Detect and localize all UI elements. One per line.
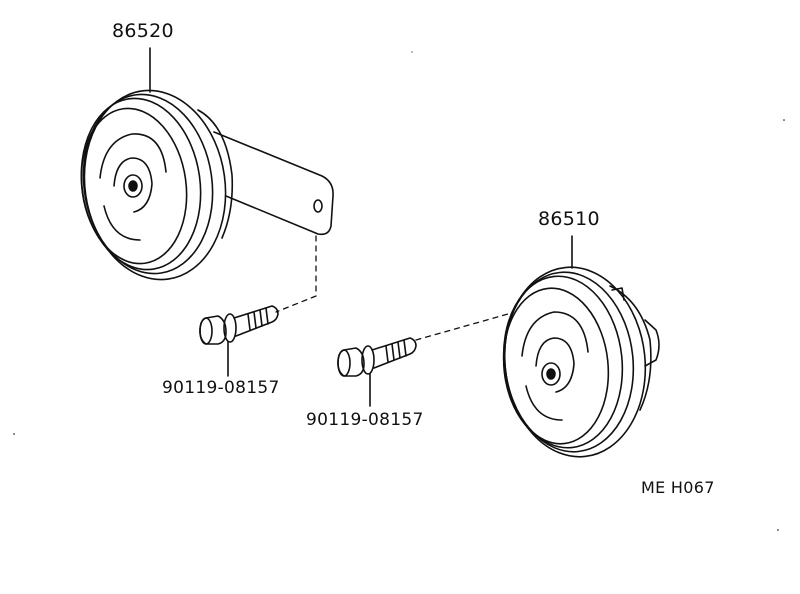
part-number-bolt-2: 90119-08157 — [306, 410, 424, 430]
horn-86520-bracket-hole — [313, 199, 323, 213]
scan-speckles — [13, 51, 785, 531]
drawing-reference: ME H067 — [641, 478, 715, 497]
horn-86520-bracket — [213, 131, 334, 236]
horn-86520-face — [80, 107, 188, 265]
part-number-86510: 86510 — [538, 208, 600, 230]
part-number-86520: 86520 — [112, 20, 174, 42]
horn-86510 — [502, 235, 660, 458]
horn-86510-rear-housing — [609, 285, 652, 411]
horn-86520 — [80, 47, 334, 281]
horn-86510-face — [502, 287, 610, 445]
horn-86510-outer-rim — [503, 266, 647, 458]
assembly-line-bolt-1 — [275, 235, 317, 313]
horn-86510-center-boss — [541, 362, 561, 386]
part-number-bolt-1: 90119-08157 — [162, 378, 280, 398]
horn-86520-rear-housing — [197, 109, 234, 239]
horn-86520-center-boss — [123, 174, 143, 198]
bolt-1 — [199, 305, 279, 377]
assembly-line-bolt-2 — [415, 313, 509, 341]
bolt-2 — [337, 337, 417, 407]
